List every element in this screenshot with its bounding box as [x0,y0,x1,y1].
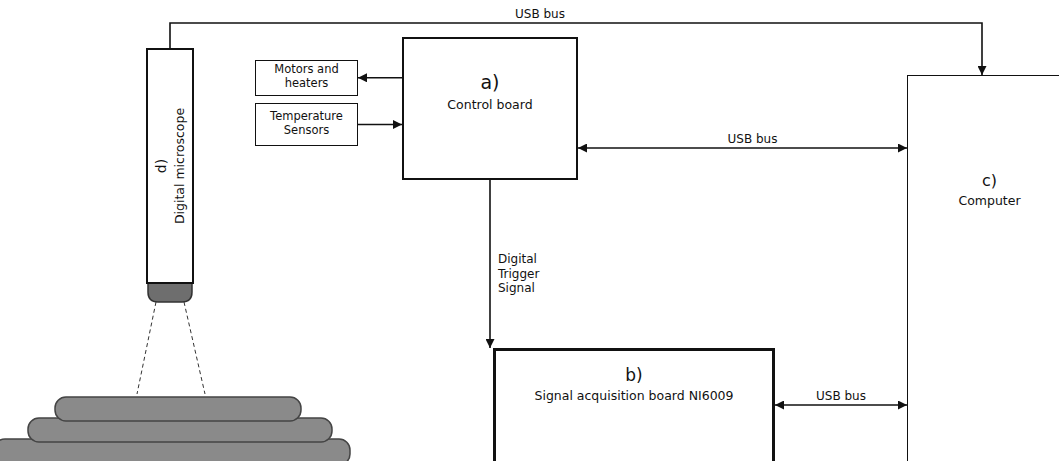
part-letter: a) [480,71,499,94]
edge-label: USB bus [513,7,567,21]
computer-box: c) Computer [907,75,1059,461]
microscope-body: d)Digital microscope [146,48,194,284]
connector-arrow [775,404,907,406]
view-line [137,302,156,394]
box-label: Digital microscope [172,108,187,224]
box-label: Motors and heaters [260,63,353,91]
box-label: Control board [447,97,532,112]
edge-label: USB bus [726,132,780,146]
part-letter: c) [982,171,997,190]
edge-label: Digital Trigger Signal [496,252,560,295]
connector-arrow [358,77,402,79]
box-label: Signal acquisition board NI6009 [534,388,733,403]
actuator-box: Motors and heaters [255,60,358,96]
part-letter: b) [625,365,642,385]
connector-arrow [358,124,402,126]
rotated-label: d)Digital microscope [149,52,191,280]
box-label: Temperature Sensors [260,110,353,138]
sample-layer [55,397,301,421]
sample-stack [0,397,350,461]
box-label: Computer [958,193,1020,208]
microscope-lens [148,282,192,302]
connector-arrow [578,147,907,149]
control-board-box: a) Control board [402,37,578,180]
connector-arrow [489,180,491,348]
view-line [184,302,205,394]
edge-label: USB bus [814,389,868,403]
view-cone [137,302,205,394]
part-letter: d) [153,159,170,173]
sensor-box: Temperature Sensors [255,103,358,146]
acquisition-board-box: b) Signal acquisition board NI6009 [493,348,775,461]
